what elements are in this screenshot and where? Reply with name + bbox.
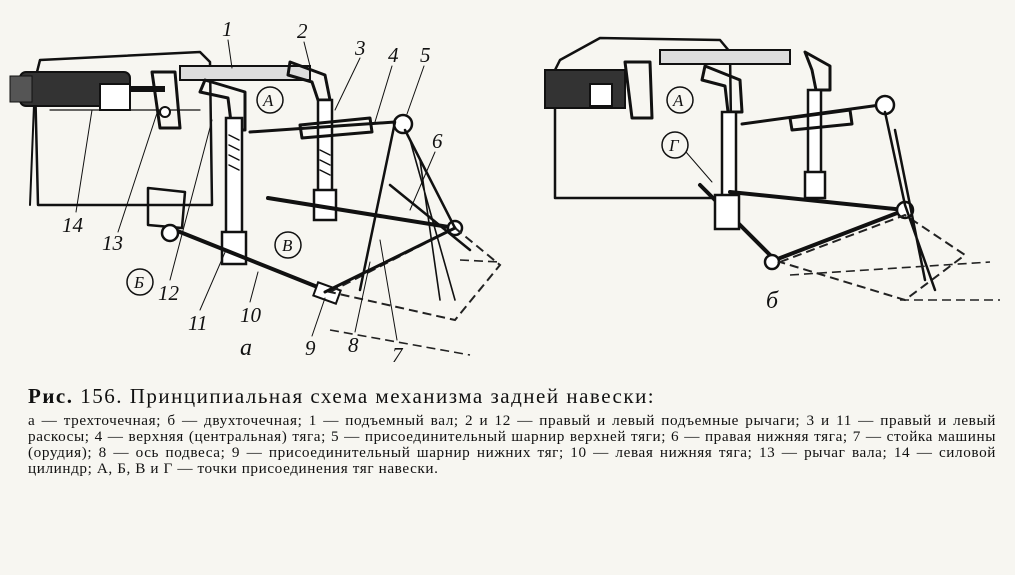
point-g-label: Г [668, 136, 680, 155]
callout-4: 4 [388, 43, 399, 67]
panel-b-drawing [544, 36, 1000, 302]
callouts-panel-a: 1 2 3 4 5 6 7 8 9 10 11 12 13 14 А Б В а [62, 17, 443, 367]
callout-5: 5 [420, 43, 431, 67]
point-b-label: Б [133, 273, 144, 292]
callout-12: 12 [158, 281, 180, 305]
panel-a-label: а [240, 335, 252, 361]
panel-b-label: б [766, 288, 779, 314]
callout-13: 13 [102, 231, 123, 255]
callout-2: 2 [297, 19, 308, 43]
callout-7: 7 [392, 343, 404, 367]
callout-8: 8 [348, 333, 359, 357]
callout-14: 14 [62, 213, 84, 237]
callout-1: 1 [222, 17, 233, 41]
point-a-label: А [262, 91, 274, 110]
caption-legend: а — трехточечная; б — двухточечная; 1 — … [28, 412, 996, 477]
callouts-panel-b: А Г б [661, 86, 779, 314]
callout-11: 11 [188, 311, 207, 335]
point-a-label-b: А [672, 91, 684, 110]
point-v-label: В [282, 236, 293, 255]
hitch-diagram: 1 2 3 4 5 6 7 8 9 10 11 12 13 14 А Б В а [9, 17, 1000, 367]
panel-a-drawing [9, 50, 502, 356]
figure-number: Рис. [28, 384, 74, 408]
caption-title: Рис. 156. Принципиальная схема механизма… [28, 384, 996, 409]
power-cylinder [9, 71, 165, 111]
callout-6: 6 [432, 129, 443, 153]
callout-10: 10 [240, 303, 262, 327]
callout-9: 9 [305, 336, 316, 360]
figure-caption: Рис. 156. Принципиальная схема механизма… [28, 384, 996, 477]
callout-3: 3 [354, 36, 366, 60]
caption-title-text: 156. Принципиальная схема механизма задн… [73, 384, 656, 408]
